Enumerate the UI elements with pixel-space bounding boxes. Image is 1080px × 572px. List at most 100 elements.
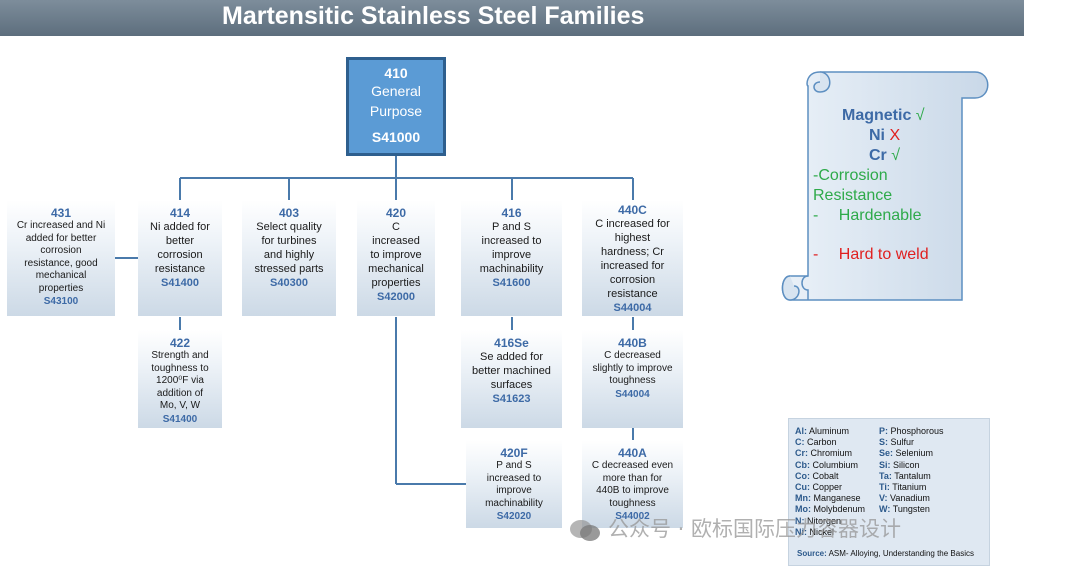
uns-label: S42020 [496,511,532,522]
desc-line: Strength and [151,350,209,361]
legend-entry: Ni: Nickel [795,526,835,537]
desc-line: increased [372,235,420,247]
desc-line: C decreased [604,350,661,361]
chat-bubble-icon [570,520,600,541]
watermark-text: 公众号 · 欧标国际压力容器设计 [608,517,902,541]
watermark: 公众号 · 欧标国际压力容器设计 [568,513,901,543]
desc-line: hardness; Cr [601,246,664,258]
weld-label: Hard to weld [838,246,929,263]
source-label: Source: [797,548,827,558]
box-422: 422 Strength and toughness to 1200⁰F via… [138,330,222,428]
scroll-cr: Cr √ [869,146,900,166]
legend-entry: Co: Cobalt [795,470,839,481]
desc-line: resistance [607,288,658,300]
desc-line: better machined [472,365,551,377]
desc-line: C [392,221,400,233]
desc-line: General [371,83,421,99]
legend-column-right: P: Phosphorous S: Sulfur Se: Selenium Si… [879,426,944,516]
desc-line: properties [38,282,84,294]
legend-column-left: Al: Aluminum C: Carbon Cr: Chromium Cb: … [795,426,865,538]
uns-label: S41623 [492,393,531,405]
desc-line: increased for [600,260,665,272]
grade-label: 440C [618,203,647,217]
uns-label: S41400 [162,413,198,425]
desc-line: stressed parts [254,263,324,275]
legend-entry: W: Tungsten [879,504,930,515]
desc-line: Select quality [256,221,322,233]
hardenable-label: Hardenable [838,207,922,224]
desc-line: Mo, V, W [159,400,201,411]
desc-line: 440B to improve [596,485,669,496]
box-416se: 416Se Se added for better machined surfa… [461,330,562,428]
desc-line: surfaces [490,379,533,391]
desc-line: addition of [156,387,204,399]
uns-label: S41600 [492,277,531,289]
legend-entry: C: Carbon [795,437,837,448]
uns-label: S43100 [43,296,79,307]
desc-line: Ni added for [150,221,210,233]
desc-line: mechanical [368,263,424,275]
legend-entry: V: Vanadium [879,493,930,504]
legend-entry: N: Nitorgen [795,515,842,526]
grade-label: 410 [384,65,408,81]
uns-label: S41000 [371,129,421,145]
desc-line: toughness to [151,362,209,374]
scroll-hardenable: - Hardenable [813,206,922,226]
desc-line: added for better [25,232,97,244]
grade-label: 440A [618,446,647,460]
grade-label: 431 [50,206,72,220]
desc-line: C increased for [595,218,670,230]
box-420: 420 C increased to improve mechanical pr… [357,200,435,316]
box-410: 410 General Purpose S41000 [346,57,446,156]
legend-entry: Cu: Copper [795,482,843,493]
scroll-corrosion-line2: Resistance [813,187,893,204]
box-440b: 440B C decreased slightly to improve tou… [582,330,683,428]
grade-label: 403 [278,206,300,220]
desc-line: machinability [479,263,544,275]
desc-line: improve [491,249,532,261]
source-text: ASM- Alloying, Understanding the Basics [828,548,974,558]
uns-label: S40300 [270,277,308,289]
bullet-dash: - [813,207,819,224]
grade-label: 422 [169,336,191,350]
desc-line: P and S [496,460,532,471]
legend-entry: Ta: Tantalum [879,470,931,481]
desc-line: machinability [485,497,543,509]
desc-line: properties [371,277,421,289]
legend-source: Source: ASM- Alloying, Understanding the… [797,548,974,559]
box-431: 431 Cr increased and Ni added for better… [7,200,115,316]
legend-entry: Mn: Manganese [795,493,861,504]
desc-line: Purpose [369,103,423,119]
legend-entry: Se: Selenium [879,448,934,459]
desc-line: toughness [609,497,656,509]
grade-label: 416 [501,206,522,220]
desc-line: more than for [602,472,663,484]
legend-entry: Si: Silicon [879,459,920,470]
desc-line: slightly to improve [592,362,673,374]
legend-entry: S: Sulfur [879,437,915,448]
desc-line: toughness [609,375,656,386]
box-403: 403 Select quality for turbines and high… [242,200,336,316]
uns-label: S41400 [161,277,199,289]
grade-label: 416Se [494,336,529,350]
desc-line: improve [496,485,532,496]
desc-line: Cr increased and Ni [16,220,106,231]
magnetic-label: Magnetic [842,107,912,124]
cr-label: Cr [869,147,887,164]
check-mark: √ [915,107,925,124]
desc-line: P and S [492,221,531,233]
page-title: Martensitic Stainless Steel Families [222,2,645,30]
desc-line: for turbines [261,235,317,247]
element-legend: Al: Aluminum C: Carbon Cr: Chromium Cb: … [788,418,990,566]
desc-line: mechanical [35,270,87,281]
scroll-corrosion-line1: -Corrosion [813,167,888,184]
legend-entry: Al: Aluminum [795,426,850,436]
desc-line: corrosion [609,274,656,286]
grade-label: 420 [385,206,407,220]
grade-label: 440B [618,336,647,350]
scroll-ni: Ni X [869,126,900,146]
desc-line: Se added for [480,351,543,363]
legend-entry: Cb: Columbium [795,459,859,470]
